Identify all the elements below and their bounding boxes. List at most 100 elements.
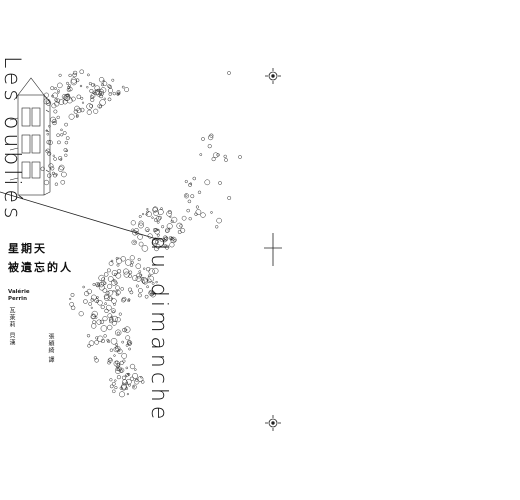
foliage-mark: [60, 133, 64, 137]
foliage-mark: [76, 94, 82, 100]
foliage-mark: [188, 183, 192, 187]
foliage-mark: [94, 358, 99, 363]
foliage-mark: [58, 73, 62, 77]
foliage-mark: [79, 69, 84, 74]
foliage-mark: [78, 311, 84, 317]
foliage-mark: [61, 93, 68, 100]
foliage-mark: [125, 378, 132, 385]
foliage-mark: [98, 274, 105, 282]
crosshair-target-icon: [265, 68, 281, 84]
foliage-mark: [148, 289, 155, 296]
foliage-mark: [132, 230, 138, 236]
foliage-mark: [48, 163, 54, 169]
foliage-mark: [188, 217, 192, 221]
foliage-mark: [89, 103, 94, 108]
foliage-mark: [87, 73, 90, 77]
foliage-mark: [151, 282, 155, 285]
foliage-mark: [129, 376, 135, 381]
foliage-mark: [146, 229, 150, 232]
foliage-mark: [98, 104, 102, 109]
foliage-mark: [108, 92, 112, 96]
foliage-mark: [110, 297, 113, 300]
foliage-mark: [125, 335, 131, 341]
foliage-mark: [238, 155, 242, 159]
title-chinese-line-1: 星期天: [8, 242, 47, 255]
foliage-mark: [117, 269, 122, 274]
foliage-mark: [128, 270, 133, 275]
foliage-mark: [56, 133, 60, 137]
foliage-mark: [108, 357, 113, 362]
foliage-mark: [107, 313, 113, 319]
foliage-mark: [54, 182, 59, 186]
foliage-mark: [99, 319, 105, 325]
foliage-mark: [57, 91, 60, 94]
foliage-mark: [111, 315, 119, 322]
title-french-line-1: Les oubliés: [0, 56, 24, 223]
foliage-mark: [114, 281, 118, 285]
foliage-mark: [45, 129, 48, 132]
foliage-mark: [62, 131, 67, 135]
foliage-mark: [55, 98, 61, 103]
foliage-mark: [207, 134, 214, 141]
foliage-mark: [152, 228, 158, 233]
foliage-mark: [52, 154, 55, 157]
foliage-mark: [90, 294, 97, 301]
foliage-mark: [80, 96, 84, 100]
foliage-mark: [199, 153, 203, 156]
foliage-mark: [86, 86, 89, 89]
foliage-mark: [72, 70, 78, 76]
foliage-mark: [194, 212, 198, 216]
foliage-mark: [43, 92, 49, 98]
foliage-mark: [211, 157, 216, 162]
foliage-mark: [127, 373, 131, 376]
foliage-mark: [146, 208, 149, 211]
foliage-mark: [128, 274, 132, 278]
foliage-mark: [133, 240, 136, 244]
foliage-mark: [224, 158, 228, 162]
foliage-mark: [109, 348, 114, 352]
foliage-mark: [119, 391, 125, 398]
foliage-mark: [100, 304, 105, 310]
foliage-mark: [179, 224, 183, 228]
foliage-mark: [75, 78, 80, 83]
foliage-mark: [109, 384, 114, 389]
foliage-mark: [170, 219, 174, 223]
foliage-mark: [137, 234, 143, 240]
foliage-mark: [82, 285, 85, 289]
foliage-mark: [116, 257, 123, 264]
foliage-mark: [141, 280, 146, 284]
foliage-mark: [110, 315, 114, 319]
foliage-mark: [166, 210, 173, 217]
foliage-mark: [186, 208, 190, 213]
foliage-mark: [115, 329, 122, 336]
foliage-mark: [190, 194, 195, 199]
foliage-mark: [132, 384, 137, 390]
foliage-mark: [115, 368, 121, 374]
foliage-mark: [119, 369, 123, 373]
foliage-mark: [204, 179, 211, 186]
foliage-mark: [96, 296, 99, 299]
foliage-mark: [92, 91, 96, 94]
foliage-mark: [88, 302, 93, 306]
foliage-mark: [124, 326, 131, 333]
foliage-mark: [47, 173, 52, 178]
foliage-mark: [121, 353, 128, 359]
foliage-mark: [75, 114, 79, 117]
foliage-mark: [195, 205, 199, 209]
foliage-mark: [55, 173, 58, 176]
foliage-mark: [171, 216, 178, 223]
foliage-mark: [180, 228, 186, 233]
foliage-mark: [97, 335, 104, 342]
foliage-mark: [138, 222, 144, 229]
foliage-mark: [142, 213, 145, 216]
foliage-mark: [54, 87, 57, 90]
foliage-mark: [115, 343, 118, 347]
foliage-mark: [212, 152, 219, 158]
foliage-mark: [127, 340, 132, 345]
foliage-mark: [127, 372, 130, 376]
foliage-mark: [156, 220, 160, 224]
author-last-name: Perrin: [8, 296, 27, 302]
foliage-mark: [146, 285, 149, 289]
foliage-mark: [122, 382, 125, 385]
